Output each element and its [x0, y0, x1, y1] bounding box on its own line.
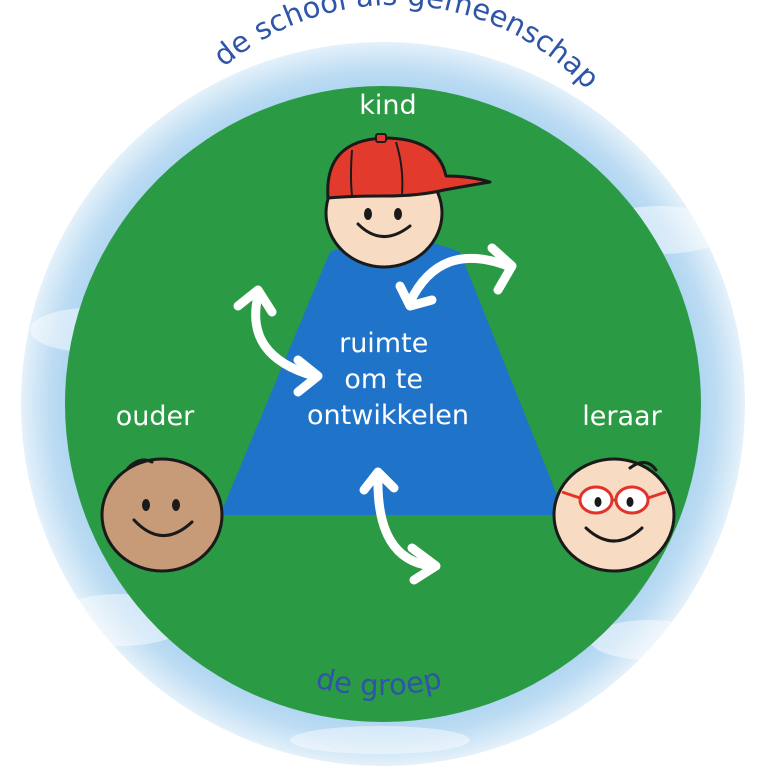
arrow-child-center-head-a — [487, 243, 517, 295]
arrow-center-group-head-b — [407, 543, 441, 585]
node-label-leraar: leraar — [582, 401, 662, 432]
arrow-center-group — [373, 471, 437, 571]
center-label-line-2: om te — [344, 364, 423, 395]
curved-double-arrow-icon — [233, 285, 323, 397]
center-label: ruimte om te ontwikkelen — [307, 328, 469, 431]
arrow-center-group-head-a — [359, 467, 399, 495]
node-label-kind: kind — [359, 90, 416, 121]
arrow-parent-center — [251, 291, 319, 381]
arrow-child-center-head-b — [395, 281, 437, 311]
cap-icon — [326, 133, 492, 200]
arrow-child-center — [405, 253, 513, 307]
arrow-parent-center-head-a — [233, 285, 277, 317]
curved-double-arrow-icon-2 — [395, 243, 517, 311]
curved-double-arrow-icon-3 — [359, 467, 441, 585]
center-triangle — [220, 252, 565, 515]
center-label-line-1: ruimte — [339, 328, 428, 359]
parent-face — [100, 457, 224, 573]
arrow-parent-center-head-b — [293, 355, 323, 397]
center-label-line-3: ontwikkelen — [307, 400, 469, 431]
teacher-face — [552, 457, 676, 573]
child-face — [324, 133, 492, 269]
node-label-ouder: ouder — [116, 401, 195, 432]
